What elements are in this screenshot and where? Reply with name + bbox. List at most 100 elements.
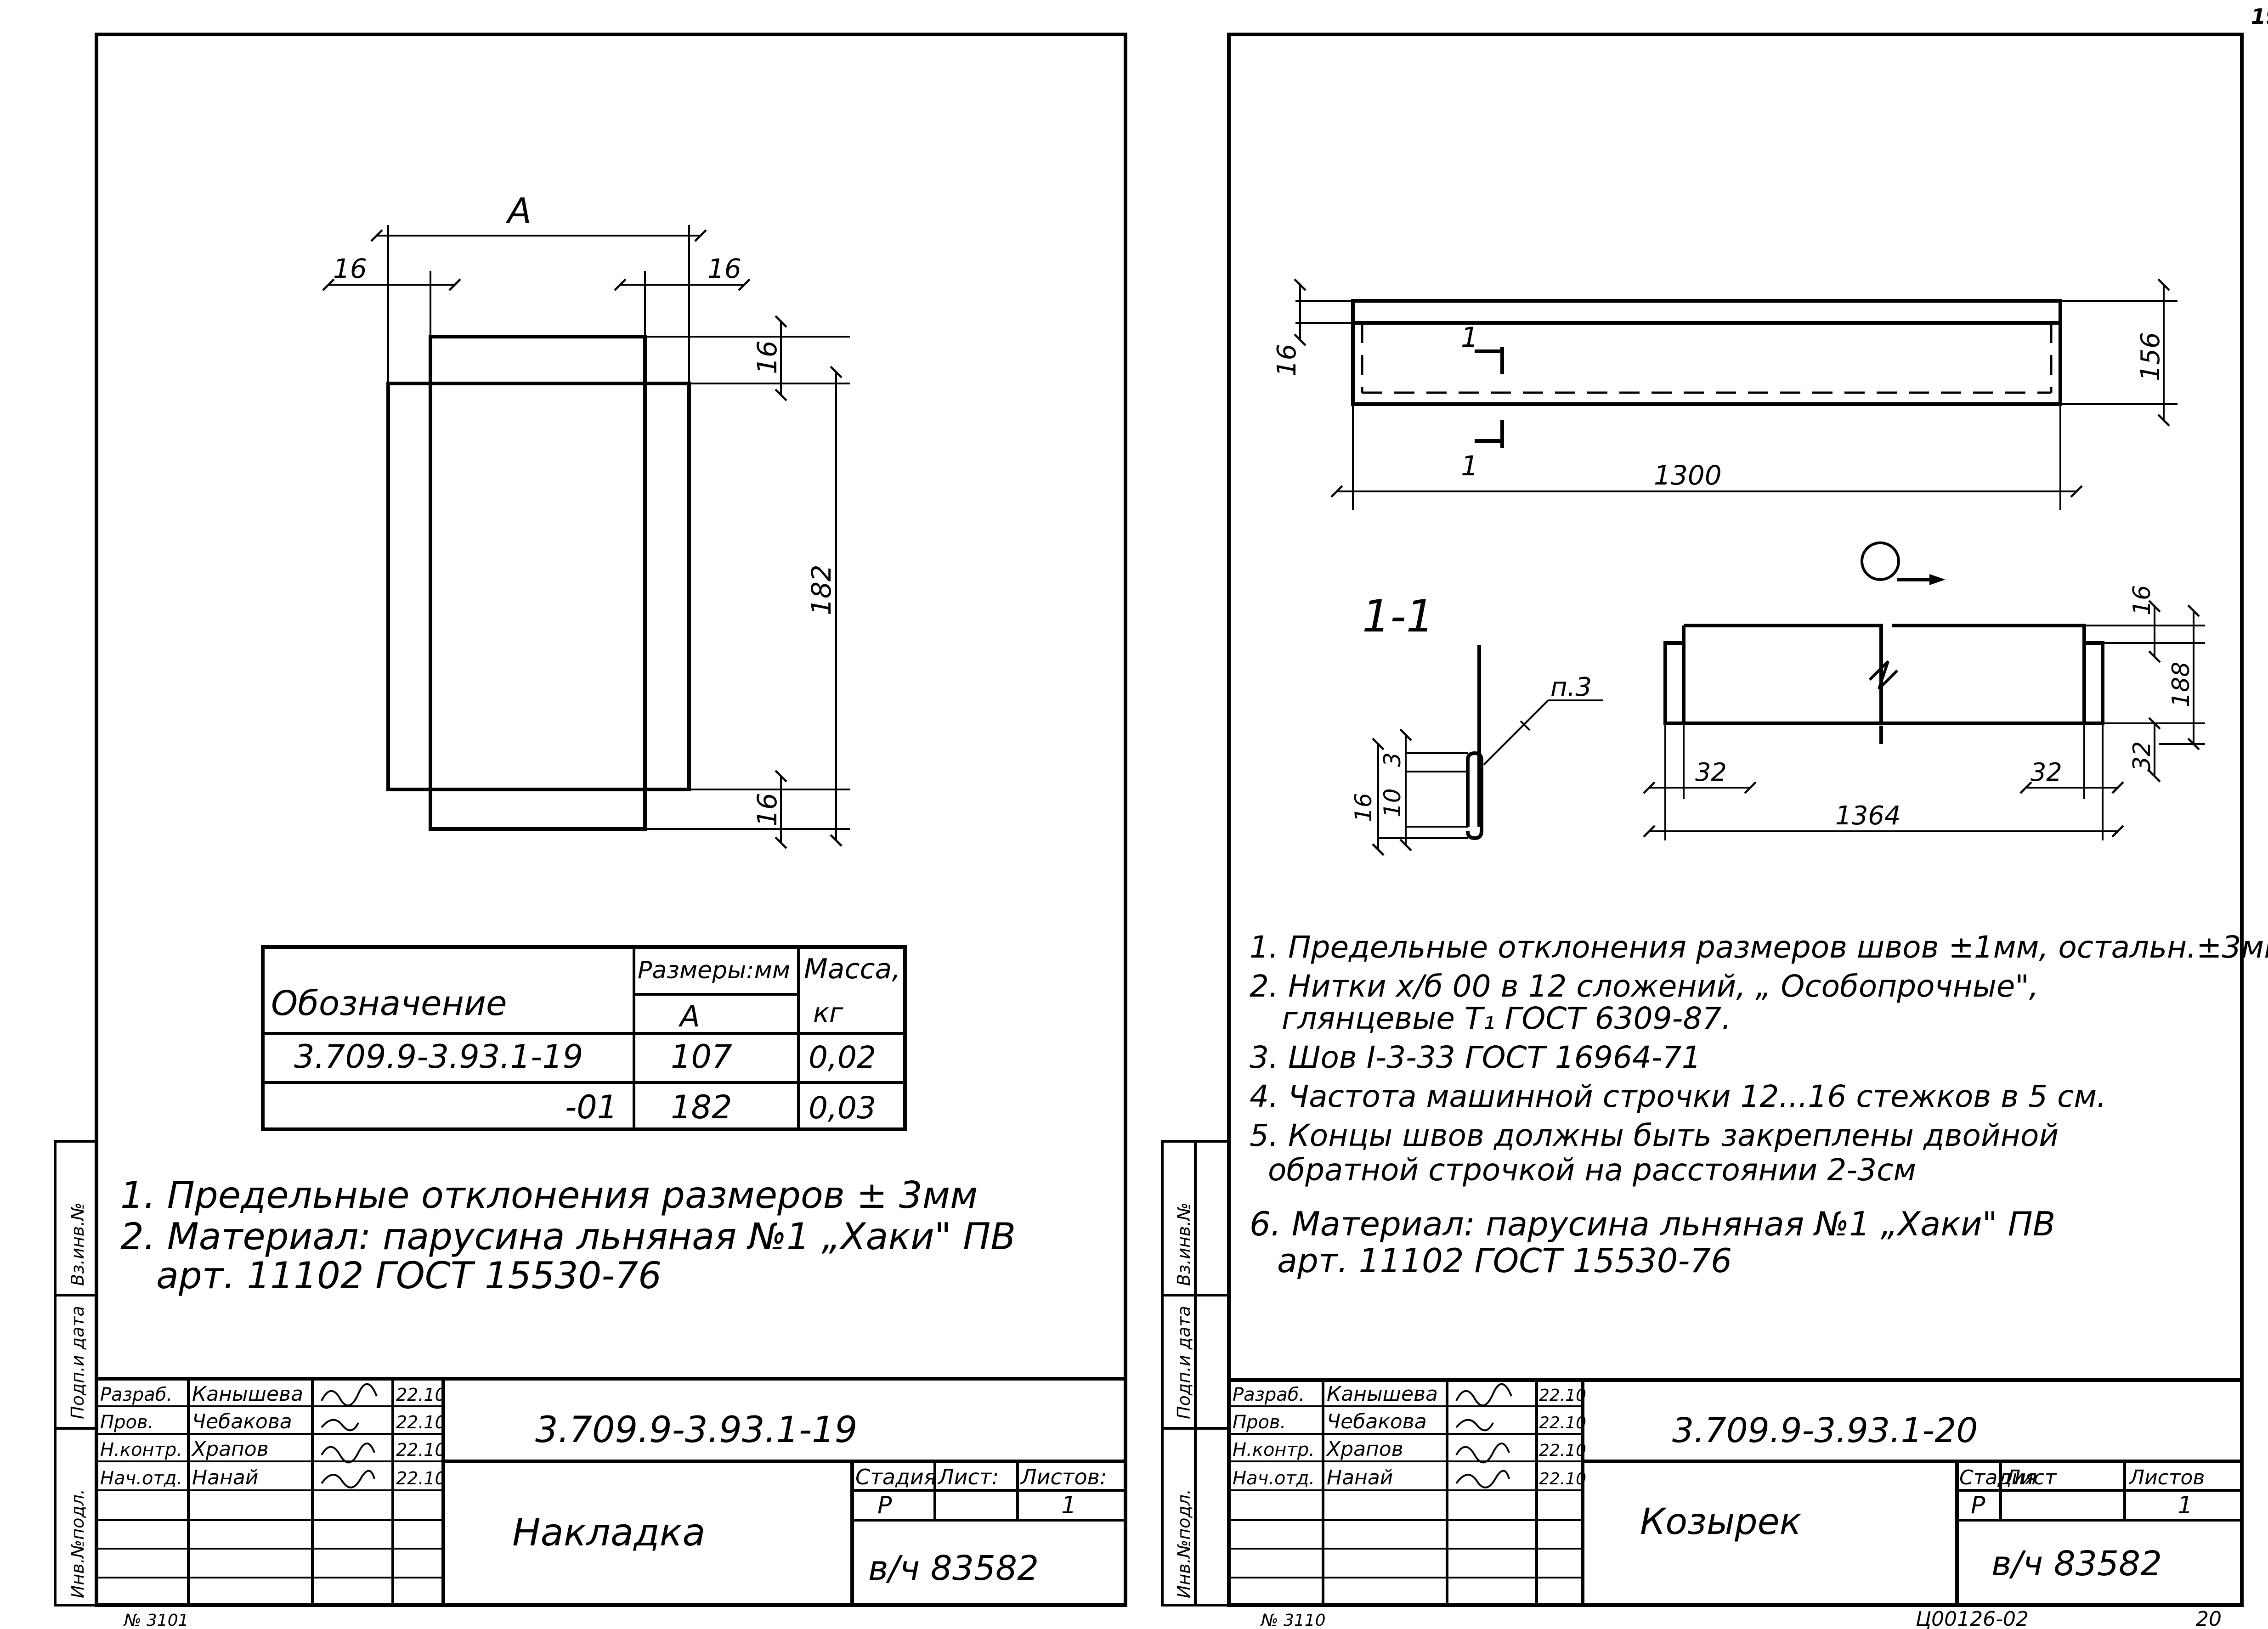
part-drawing-nakladka: A 16 16 16 182 16 [322, 190, 850, 849]
signature [1455, 1443, 1510, 1464]
side-label-sign: Подп.и дата [1174, 1306, 1194, 1419]
part-unfold-view: 16 188 32 32 32 1364 [1643, 541, 2205, 840]
stamp-date: 22.10 [396, 1468, 446, 1488]
table-header-sizes: Размеры:мм [638, 957, 790, 984]
stamp-date: 22.10 [1539, 1414, 1586, 1432]
dim-32-left: 32 [1695, 758, 1727, 787]
table-row-designation: -01 [565, 1088, 617, 1126]
dim-32-right: 32 [2030, 758, 2062, 787]
note-line: 1. Предельные отклонения размеров ± 3мм [120, 1174, 978, 1217]
side-label-inv: Инв.№подл. [1174, 1489, 1194, 1598]
table-row-mass: 0,02 [809, 1040, 876, 1075]
document-title: Накладка [512, 1511, 706, 1555]
stamp-stage: Р [877, 1492, 892, 1519]
table-header-designation: Обозначение [271, 984, 507, 1023]
table-row-a: 182 [671, 1088, 732, 1126]
section-mark-bottom: 1 [1461, 450, 1478, 482]
note-line: 2. Материал: парусина льняная №1 „Хаки" … [120, 1215, 1016, 1258]
note-line: 4. Частота машинной строчки 12...16 стеж… [1250, 1079, 2106, 1114]
right-sheet: Инв.№подл. Подп.и дата Вз.инв.№ 1 1 16 [1161, 33, 2268, 1629]
bottom-mark: № 3110 [1260, 1611, 1326, 1629]
dim-10: 10 [1379, 788, 1406, 817]
dim-16-left: 16 [1272, 344, 1302, 377]
dim-1300: 1300 [1654, 460, 1722, 491]
table-row-mass: 0,03 [809, 1090, 876, 1126]
stamp-sheets: 1 [2178, 1492, 2193, 1519]
organization: в/ч 83582 [1991, 1544, 2162, 1584]
note-line: 5. Концы швов должны быть закреплены дво… [1250, 1118, 2059, 1153]
stamp-date: 22.10 [396, 1440, 446, 1460]
signature [1455, 1419, 1494, 1432]
section-label: 1-1 [1362, 591, 1434, 642]
signature [321, 1470, 375, 1488]
table-header-a: А [678, 1000, 700, 1034]
note-line: 1. Предельные отклонения размеров швов ±… [1250, 930, 2268, 965]
stamp-name: Чебакова [1327, 1410, 1427, 1433]
dim-a-label: A [505, 190, 532, 231]
table-header-mass: Масса, [804, 953, 900, 985]
part-plan-view: 1 1 16 1300 156 [1272, 278, 2178, 510]
stamp-date: 22.10 [396, 1412, 446, 1432]
stamp-date: 22.10 [1539, 1386, 1586, 1405]
stamp-name: Нанай [1327, 1466, 1393, 1489]
stamp-role: Нач.отд. [1233, 1468, 1315, 1489]
side-label-inv2: Вз.инв.№ [68, 1202, 88, 1286]
notes-left: 1. Предельные отклонения размеров ± 3мм … [120, 1174, 1016, 1297]
dim-3: 3 [1379, 752, 1406, 767]
document-code: 3.709.9-3.93.1-19 [535, 1409, 857, 1451]
stamp-name: Храпов [191, 1437, 269, 1461]
stamp-header-stage: Стадия [855, 1465, 936, 1489]
page-number: 19 [2251, 4, 2268, 29]
stamp-role: Пров. [100, 1412, 153, 1433]
stamp-role: Н.контр. [100, 1439, 182, 1460]
stamp-date: 22.10 [1539, 1470, 1586, 1488]
note-line: арт. 11102 ГОСТ 15530-76 [1277, 1241, 1732, 1280]
section-mark-top: 1 [1461, 321, 1478, 354]
stamp-name: Чебакова [192, 1410, 292, 1433]
stamp-header-sheet: Лист [2004, 1466, 2057, 1489]
signature [321, 1383, 378, 1407]
signature [321, 1419, 359, 1432]
stamp-name: Канышева [192, 1382, 303, 1406]
stamp-role: Нач.отд. [100, 1468, 182, 1489]
note-line: глянцевые Т₁ ГОСТ 6309-87. [1282, 1001, 1731, 1036]
stamp-role: Н.контр. [1233, 1439, 1315, 1460]
section-view: 1-1 3 10 16 п.3 [1350, 591, 1603, 856]
signature [321, 1443, 375, 1464]
table-row-a: 107 [671, 1038, 732, 1076]
side-label-sign: Подп.и дата [68, 1306, 88, 1419]
stamp-role: Разраб. [1233, 1384, 1305, 1405]
signature [1455, 1470, 1510, 1488]
stamp-header-stage: Стадия [1959, 1466, 2037, 1489]
note-line: 6. Материал: парусина льняная №1 „Хаки" … [1250, 1205, 2055, 1243]
stamp-sheets: 1 [1061, 1492, 1076, 1519]
callout-p3: п.3 [1550, 672, 1592, 702]
organization: в/ч 83582 [868, 1549, 1039, 1588]
side-label-inv: Инв.№подл. [68, 1489, 88, 1598]
document-title: Козырек [1640, 1501, 1801, 1543]
dim-16-right-bottom: 16 [752, 793, 783, 827]
stamp-header-sheets: Листов: [1020, 1465, 1107, 1489]
dim-16-right-top: 16 [752, 340, 783, 374]
dim-182: 182 [806, 564, 837, 615]
stamp-role: Разраб. [100, 1384, 172, 1405]
notes-right: 1. Предельные отклонения размеров швов ±… [1250, 930, 2268, 1280]
stamp-date: 22.10 [1539, 1441, 1586, 1460]
dim-188: 188 [2167, 662, 2195, 707]
title-block-left: Разраб. Пров. Н.контр. Нач.отд. Канышева… [96, 1377, 1126, 1605]
size-table: Обозначение Размеры:мм А Масса, кг 3.709… [261, 945, 907, 1131]
dim-16-top-left: 16 [333, 253, 367, 284]
dim-16-top-right: 16 [707, 253, 741, 284]
bottom-page: 20 [2196, 1607, 2222, 1629]
note-line: 3. Шов I-3-33 ГОСТ 16964-71 [1250, 1040, 1701, 1075]
table-header-mass-unit: кг [813, 997, 843, 1028]
title-block-right: Разраб. Пров. Н.контр. Нач.отд. Канышева… [1229, 1378, 2242, 1605]
stamp-header-sheet: Лист: [937, 1465, 999, 1489]
stamp-header-sheets: Листов [2128, 1466, 2205, 1489]
stamp-name: Храпов [1326, 1437, 1403, 1461]
dim-156: 156 [2136, 332, 2166, 381]
stamp-stage: Р [1971, 1492, 1985, 1519]
stamp-name: Нанай [192, 1466, 258, 1489]
table-row-designation: 3.709.9-3.93.1-19 [294, 1038, 583, 1076]
